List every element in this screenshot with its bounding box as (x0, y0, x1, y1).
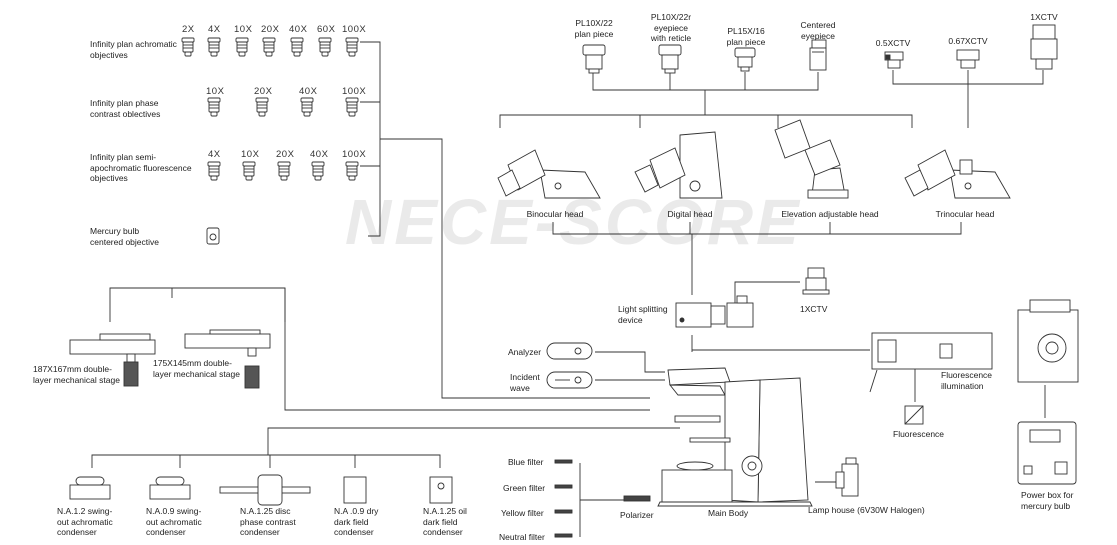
elevation-head-label: Elevation adjustable head (781, 209, 879, 219)
achromatic-objectives-label: Infinity plan achromatic objectives (90, 39, 177, 60)
stage-187-label: 187X167mm double- layer mechanical stage (33, 364, 120, 385)
fluorescence-label: Fluorescence (893, 429, 945, 439)
mag-100x: 100X (342, 24, 367, 35)
eyepiece-label-4: Centered eyepiece (800, 20, 836, 41)
phase-mag-20x: 20X (254, 86, 273, 97)
filter-label-green: Green filter (503, 483, 546, 493)
fluorescence-illumination-icon (869, 299, 1079, 393)
condenser-label-1: N.A.1.2 swing- out achromatic condenser (57, 506, 113, 537)
incident-wave-icon (546, 371, 593, 389)
eyepiece-label-3: PL15X/16 plan piece (726, 26, 766, 47)
stage-175-icon (184, 329, 271, 389)
analyzer-label: Analyzer (508, 347, 542, 357)
lamp-house-label: Lamp house (6V30W Halogen) (808, 505, 925, 515)
phase-mag-100x: 100X (342, 86, 367, 97)
eyepiece-label-2: PL10X/22r eyepiece with reticle (650, 12, 692, 43)
trinocular-head-icon (904, 149, 1011, 199)
filter-label-blue: Blue filter (508, 457, 544, 467)
mercury-objective-icon (206, 227, 220, 245)
filter-label-neutral: Neutral filter (499, 532, 545, 542)
ctv-067x-icon (956, 49, 980, 69)
power-box-label: Power box for mercury bulb (1021, 490, 1074, 511)
phase-objectives-label: Infinity plan phase contrast oblectives (90, 98, 161, 119)
condenser-icons (69, 474, 453, 506)
analyzer-icon (546, 342, 593, 360)
semi-mag-40x: 40X (310, 149, 329, 160)
digital-head-icon (634, 131, 723, 199)
incident-wave-label: Incident wave (510, 372, 540, 393)
condenser-label-2: N.A.0.9 swing- out achromatic condenser (146, 506, 202, 537)
light-splitting-label: Light splitting device (618, 304, 668, 325)
elevation-head-icon (774, 119, 849, 199)
semi-mag-10x: 10X (241, 149, 260, 160)
binocular-head-label: Binocular head (526, 209, 584, 219)
condenser-label-3: N.A.1.25 disc phase contrast condenser (240, 506, 296, 537)
ctv-label-1x: 1XCTV (1030, 12, 1058, 22)
lamp-house-icon (835, 457, 859, 497)
ctv-label-067x: 0.67XCTV (948, 36, 988, 46)
condenser-label-4: N.A .0.9 dry dark field condenser (334, 506, 379, 537)
power-box-icon (1017, 421, 1077, 485)
filter-label-yellow: Yellow filter (501, 508, 544, 518)
mag-2x: 2X (182, 24, 195, 35)
ctv-label-05x: 0.5XCTV (875, 38, 911, 48)
ctv-05x-icon (884, 51, 904, 69)
centered-eyepiece-icon (809, 39, 827, 71)
eyepiece-pl10x22-icon (582, 44, 606, 74)
semi-apo-objectives-label: Infinity plan semi- apochromatic fluores… (90, 152, 192, 183)
eyepiece-label-1: PL10X/22 plan piece (574, 18, 614, 39)
trinocular-head-label: Trinocular head (935, 209, 995, 219)
binocular-head-icon (497, 149, 601, 199)
fluorescence-illumination-label: Fluorescence illumination (941, 370, 993, 391)
stage-187-icon (69, 333, 156, 387)
mag-40x: 40X (289, 24, 308, 35)
eyepiece-reticle-icon (658, 44, 682, 74)
mag-10x: 10X (234, 24, 253, 35)
splitter-ctv-label: 1XCTV (800, 304, 828, 314)
digital-head-label: Digital head (667, 209, 713, 219)
fluorescence-cube-icon (904, 405, 924, 425)
condenser-label-5: N.A.1.25 oil dark field condenser (423, 506, 467, 537)
semi-mag-100x: 100X (342, 149, 367, 160)
light-splitting-icon (675, 295, 754, 328)
mercury-objective-label: Mercury bulb centered objective (90, 226, 159, 247)
ctv-1x-icon (1030, 24, 1058, 70)
phase-mag-40x: 40X (299, 86, 318, 97)
filter-icons (554, 459, 573, 538)
stage-175-label: 175X145mm double- layer mechanical stage (153, 358, 240, 379)
mag-4x: 4X (208, 24, 221, 35)
semi-mag-4x: 4X (208, 149, 221, 160)
polarizer-icon (623, 495, 651, 502)
polarizer-label: Polarizer (620, 510, 654, 520)
mag-60x: 60X (317, 24, 336, 35)
splitter-ctv-icon (802, 267, 830, 295)
main-body-label: Main Body (708, 508, 749, 518)
phase-mag-10x: 10X (206, 86, 225, 97)
eyepiece-pl15x16-icon (734, 47, 756, 72)
main-body-icon (657, 367, 813, 507)
semi-mag-20x: 20X (276, 149, 295, 160)
mag-20x: 20X (261, 24, 280, 35)
